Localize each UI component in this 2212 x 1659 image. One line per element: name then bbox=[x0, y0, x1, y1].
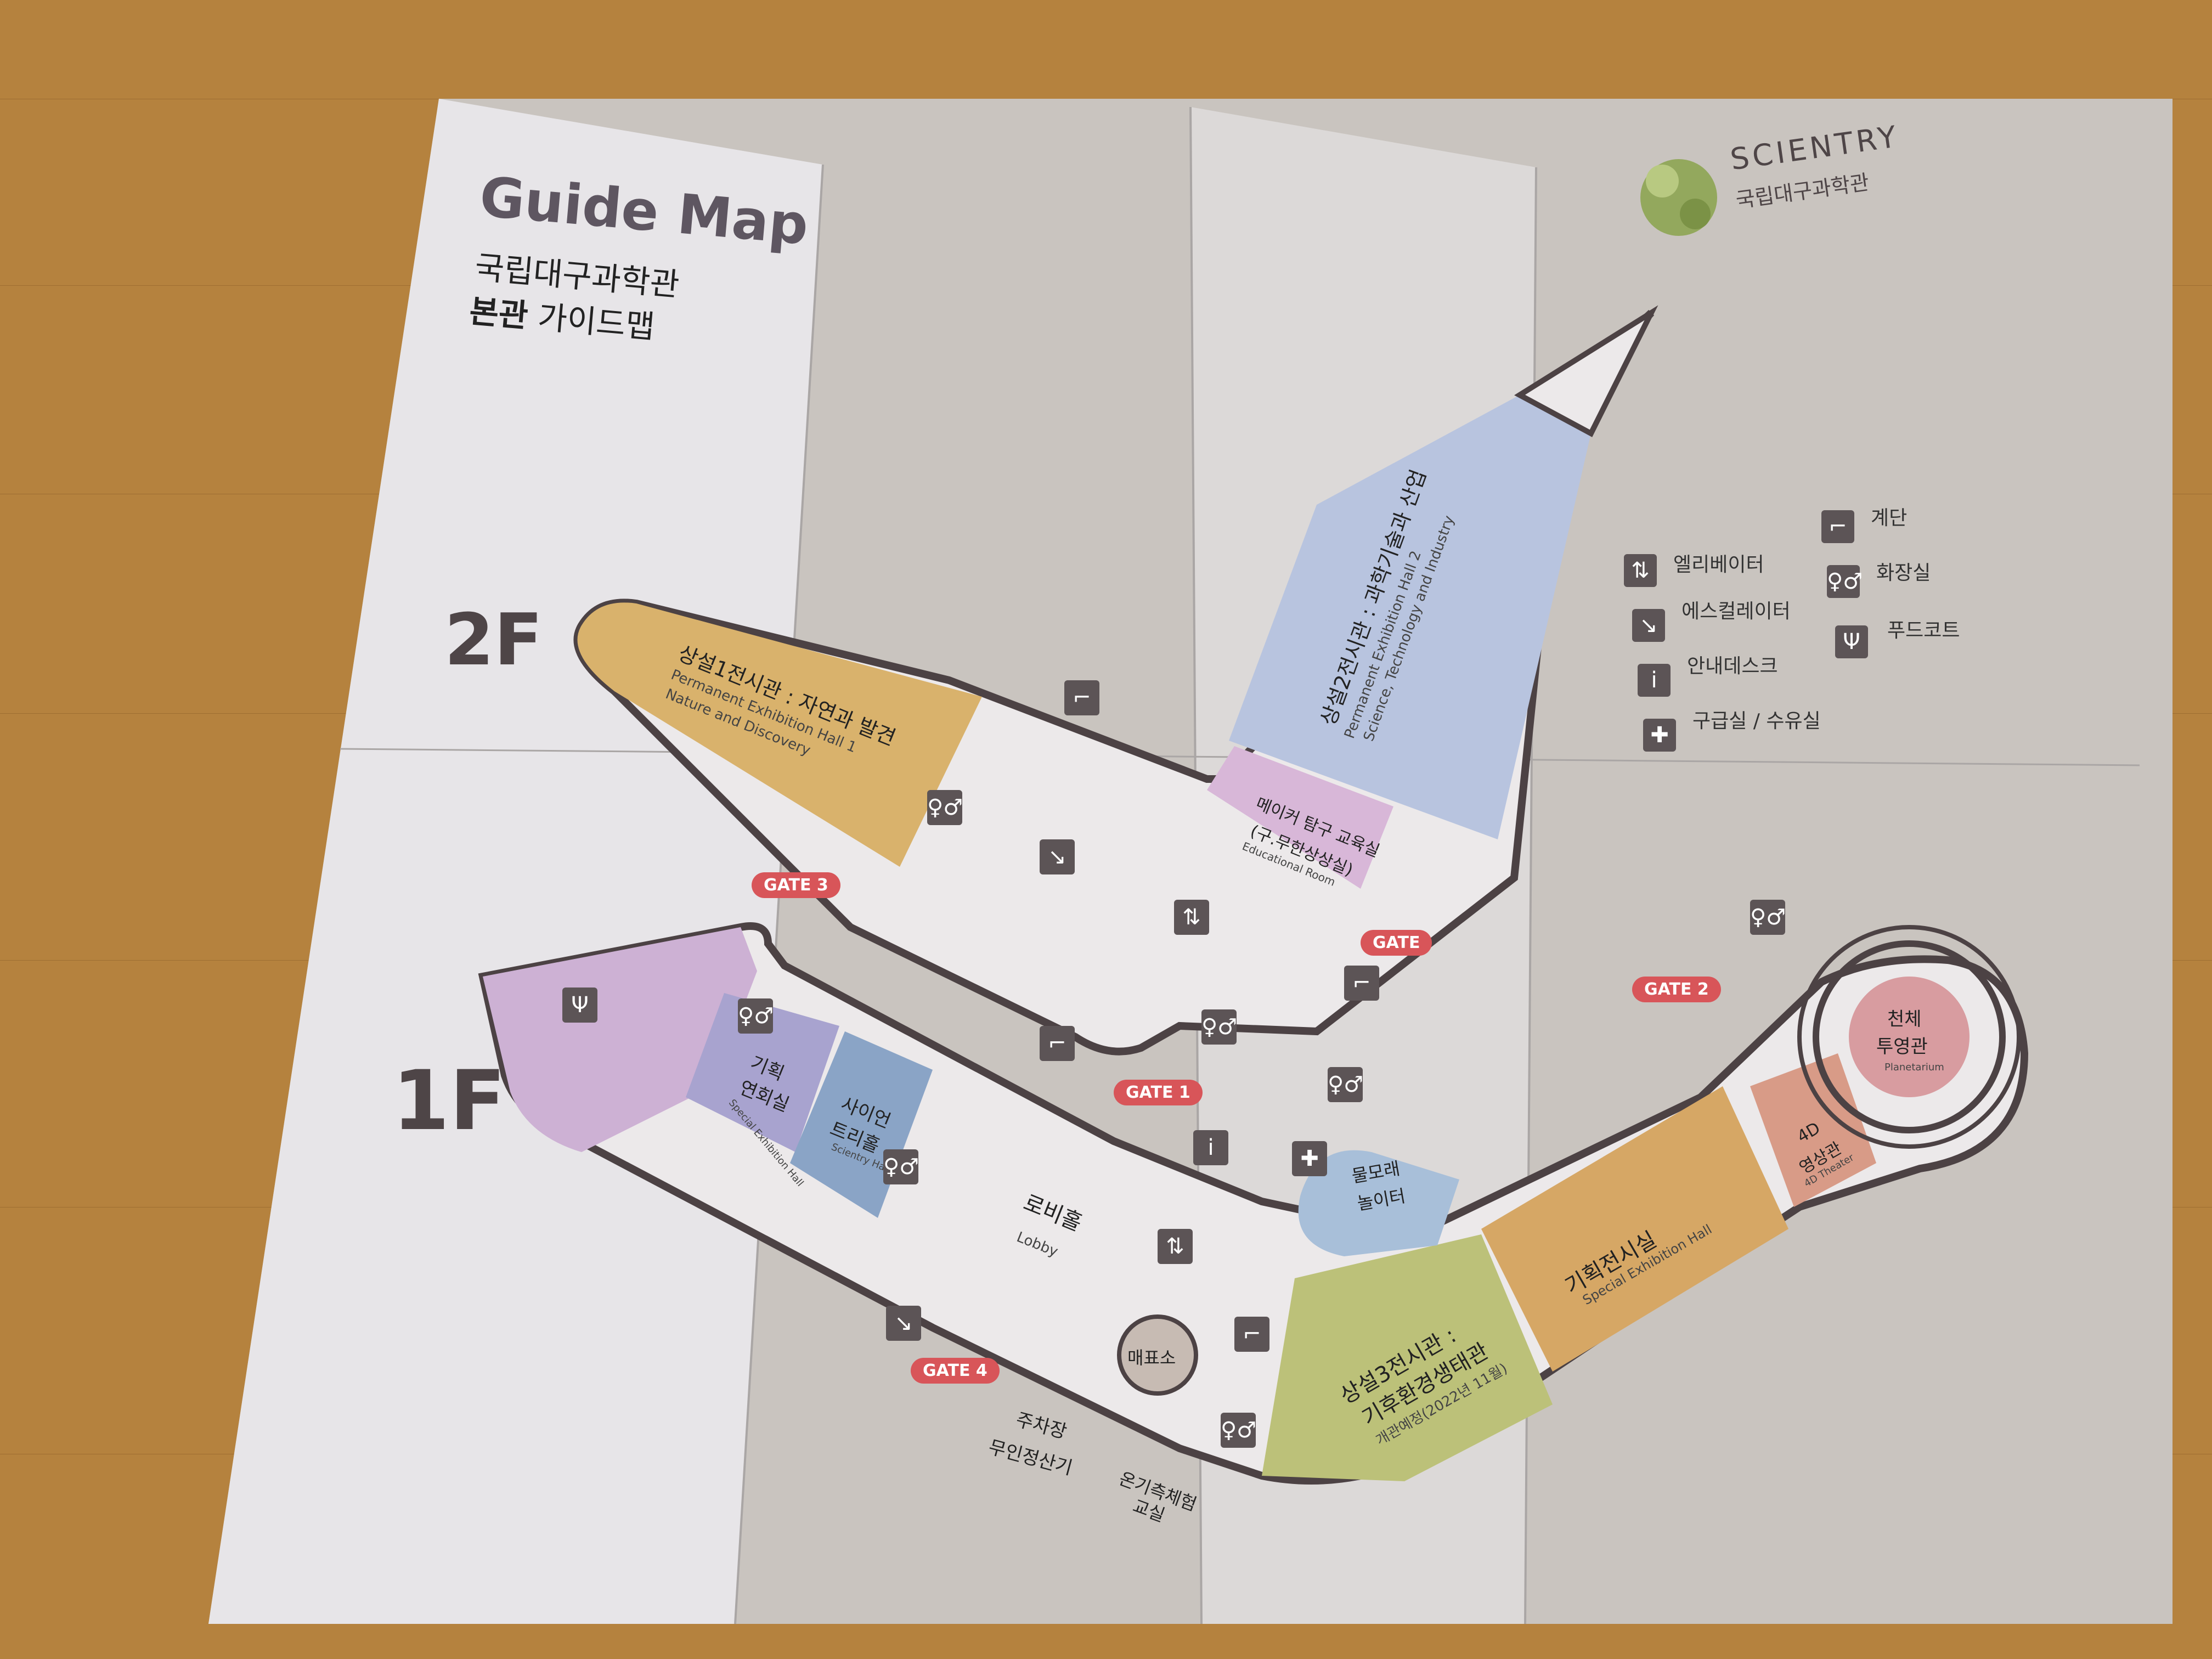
1f-special-area bbox=[1481, 1086, 1788, 1372]
gate-4-badge: GATE 4 bbox=[911, 1358, 1000, 1384]
subtitle-bold: 본관 bbox=[467, 292, 530, 335]
legend-elevator-icon: ⇅ bbox=[1624, 554, 1657, 587]
2f-hall2-area bbox=[1229, 395, 1591, 839]
restroom-icon: ♀♂ bbox=[927, 790, 963, 825]
restroom-icon: ♀♂ bbox=[1328, 1067, 1363, 1102]
escalator-icon: ↘ bbox=[886, 1306, 921, 1341]
restroom-icon: ♀♂ bbox=[1221, 1413, 1256, 1448]
1f-scientree-area bbox=[790, 1031, 933, 1218]
paper-left-panel bbox=[208, 99, 823, 1624]
1f-hall3-area bbox=[1262, 1234, 1553, 1481]
stairs-icon: ⌐ bbox=[1040, 1026, 1075, 1061]
planet-label2: 투영관 bbox=[1876, 1036, 1928, 1058]
restroom-icon: ♀♂ bbox=[1750, 900, 1786, 935]
legend-restroom-icon: ♀♂ bbox=[1827, 565, 1863, 598]
legend-food-court-icon: Ψ bbox=[1835, 625, 1868, 658]
restroom-icon: ♀♂ bbox=[1201, 1009, 1237, 1045]
legend-info-label: 안내데스크 bbox=[1687, 655, 1778, 678]
2f-hall1-area bbox=[577, 602, 982, 867]
gate-3-badge: GATE 3 bbox=[752, 872, 840, 898]
1f-shop-area bbox=[1117, 1314, 1198, 1396]
1f-4d-area bbox=[1750, 1053, 1876, 1207]
1f-sand-area bbox=[1298, 1150, 1459, 1256]
planet-label1: 천체 bbox=[1887, 1008, 1922, 1030]
stairs-icon: ⌐ bbox=[1344, 966, 1379, 1001]
floor-label-2f: 2F bbox=[444, 598, 543, 681]
floor-label-1f: 1F bbox=[392, 1053, 506, 1149]
gate-2-badge: GATE 2 bbox=[1632, 977, 1721, 1002]
legend-food-court-label: 푸드코트 bbox=[1887, 619, 1960, 642]
legend-first-aid-icon: ✚ bbox=[1643, 719, 1676, 752]
2f-maker-area bbox=[1207, 746, 1393, 889]
legend-stairs-icon: ⌐ bbox=[1821, 510, 1854, 543]
info-icon: i bbox=[1193, 1130, 1228, 1165]
legend-stairs-label: 계단 bbox=[1871, 507, 1908, 529]
planet-en: Planetarium bbox=[1884, 1062, 1944, 1073]
2f-hall2-tip bbox=[1514, 305, 1658, 437]
1f-special-room-area bbox=[686, 993, 839, 1152]
first-aid-icon: ✚ bbox=[1292, 1141, 1327, 1176]
legend-elevator-label: 엘리베이터 bbox=[1673, 554, 1764, 576]
legend-escalator-label: 에스컬레이터 bbox=[1681, 600, 1791, 623]
legend-info-icon: i bbox=[1638, 664, 1671, 697]
legend-restroom-label: 화장실 bbox=[1876, 562, 1931, 584]
gate-1-badge: GATE 1 bbox=[1114, 1080, 1203, 1105]
food-court-icon: Ψ bbox=[562, 988, 597, 1023]
stairs-icon: ⌐ bbox=[1234, 1317, 1269, 1352]
escalator-icon: ↘ bbox=[1040, 839, 1075, 874]
gate-badge: GATE bbox=[1361, 930, 1432, 956]
restroom-icon: ♀♂ bbox=[883, 1149, 919, 1184]
elevator-icon: ⇅ bbox=[1158, 1229, 1193, 1264]
stairs-icon: ⌐ bbox=[1064, 680, 1099, 715]
restroom-icon: ♀♂ bbox=[738, 998, 774, 1034]
legend-first-aid-label: 구급실 / 수유실 bbox=[1692, 710, 1821, 732]
subtitle-rest: 가이드맵 bbox=[536, 298, 657, 346]
elevator-icon: ⇅ bbox=[1174, 900, 1209, 935]
1f-planet-area bbox=[1849, 977, 1970, 1097]
shop-label: 매표소 bbox=[1127, 1347, 1176, 1368]
legend-escalator-icon: ↘ bbox=[1632, 609, 1665, 642]
